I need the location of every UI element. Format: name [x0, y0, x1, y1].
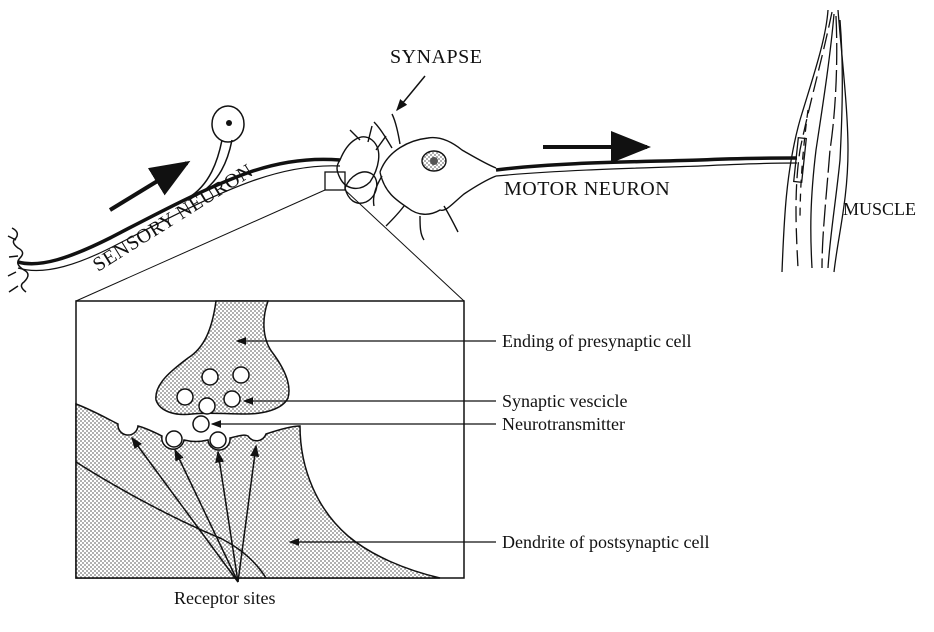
synapse-region [337, 114, 496, 240]
synaptic-vesicle [224, 391, 240, 407]
motor-neuron-label: MOTOR NEURON [504, 178, 670, 200]
sensory-neuron-label: SENSORY NEURON [89, 160, 257, 276]
synaptic-vesicle [233, 367, 249, 383]
postsynaptic-dendrite-label: Dendrite of postsynaptic cell [502, 532, 709, 552]
synaptic-vesicle [199, 398, 215, 414]
synaptic-vesicle-label: Synaptic vescicle [502, 391, 627, 411]
muscle-label: MUSCLE [843, 199, 916, 219]
neurotransmitter-label: Neurotransmitter [502, 414, 625, 434]
sensory-receptor-ending [8, 228, 28, 292]
neurotransmitter [166, 431, 182, 447]
synaptic-vesicle [202, 369, 218, 385]
sensory-nucleus [226, 120, 232, 126]
neurotransmitter [210, 432, 226, 448]
muscle [782, 10, 848, 272]
synaptic-vesicle [177, 389, 193, 405]
zoom-line-right [345, 190, 464, 301]
receptor-sites-label: Receptor sites [174, 588, 275, 608]
neurotransmitter [193, 416, 209, 432]
motor-neuron [496, 158, 797, 176]
sensory-neuron [18, 106, 340, 271]
presynaptic-ending-label: Ending of presynaptic cell [502, 331, 691, 351]
synapse-pointer-arrow [397, 76, 425, 110]
synapse-detail-panel [76, 301, 464, 578]
synapse-label: SYNAPSE [390, 46, 482, 68]
